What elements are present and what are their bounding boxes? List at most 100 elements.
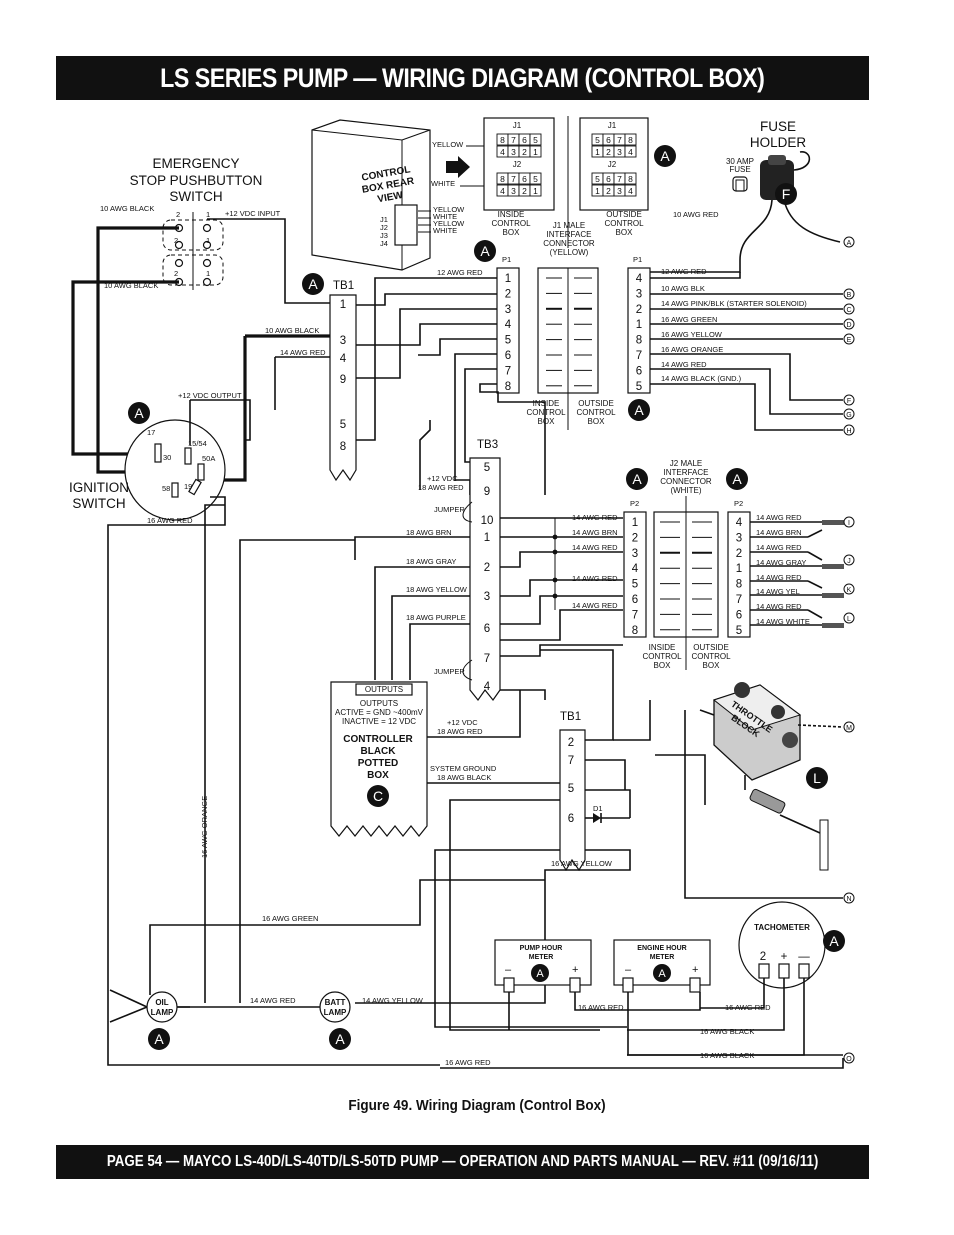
svg-text:INSIDE: INSIDE: [649, 643, 676, 652]
outside-control-box-label: OUTSIDE CONTROL BOX: [576, 399, 616, 426]
svg-text:CONTROL: CONTROL: [576, 408, 616, 417]
p1-inside-pin-number: 7: [505, 365, 511, 377]
connector-pin-number: 4: [500, 186, 505, 196]
svg-text:J2 MALE: J2 MALE: [670, 459, 702, 468]
connector-cell: [624, 145, 637, 158]
p2-outside-pin-number: 4: [736, 517, 743, 529]
terminal-letter: J: [847, 558, 851, 565]
svg-text:SWITCH: SWITCH: [72, 496, 125, 511]
svg-text:J1: J1: [513, 121, 522, 130]
tb1-pin-number: 8: [340, 441, 346, 453]
callout-a: A: [148, 1028, 170, 1050]
svg-text:15/54: 15/54: [188, 439, 207, 448]
connector-pin-number: 7: [617, 174, 622, 184]
svg-text:A: A: [632, 471, 642, 487]
callout-a: A: [474, 240, 496, 262]
tb1-pin-number: 4: [340, 353, 347, 365]
svg-text:30: 30: [163, 453, 171, 462]
terminal-letter: D: [846, 322, 851, 329]
svg-text:CONTROLLER: CONTROLLER: [343, 734, 413, 745]
connector-pin-number: 1: [595, 147, 600, 157]
p2-inside-connector: P2: [623, 499, 647, 638]
connector-pin-number: 8: [500, 174, 505, 184]
svg-text:1: 1: [206, 236, 210, 245]
svg-text:CONTROL: CONTROL: [526, 408, 566, 417]
connector-pin-number: 4: [628, 147, 633, 157]
wire-label: 14 AWG WHITE: [756, 617, 810, 626]
p1-inside-pin-number: 6: [505, 350, 511, 362]
connector-pin-number: 1: [533, 147, 538, 157]
p1-outside-pin-number: 6: [636, 365, 642, 377]
tb3-pin-number: 6: [484, 623, 490, 635]
p2-inside-pin-number: 5: [632, 579, 638, 591]
wire-label: 10 AWG RED: [673, 210, 719, 219]
wire-label: 14 AWG RED: [756, 602, 802, 611]
wire-label: JUMPER: [434, 667, 465, 676]
terminal-circle: [843, 516, 855, 528]
callout-a: A: [329, 1028, 351, 1050]
wire-label: 14 AWG YELLOW: [362, 996, 424, 1005]
svg-text:ENGINE HOUR: ENGINE HOUR: [637, 945, 686, 952]
arrow-icon: [446, 156, 470, 178]
wire-label: 14 AWG RED: [661, 360, 707, 369]
terminal-circle: [843, 333, 855, 345]
j2-male-interface-connector: [653, 511, 719, 638]
connector-pin-number: 6: [606, 174, 611, 184]
outside-control-box-label: OUTSIDE CONTROL BOX: [691, 643, 731, 670]
svg-text:A: A: [660, 148, 670, 164]
p2-inside-pin-number: 1: [632, 517, 638, 529]
p1-outside-pin-number: 1: [636, 319, 642, 331]
connector-pin-number: 5: [595, 174, 600, 184]
tb3-pin-number: 5: [484, 462, 490, 474]
svg-text:2: 2: [176, 210, 180, 219]
connector-pin-number: 6: [606, 135, 611, 145]
wire-label: 14 AWG RED: [756, 543, 802, 552]
p2-outside-pin-number: 6: [736, 609, 742, 621]
wire-label: 18 AWG BRN: [406, 528, 452, 537]
connector-pin-number: 4: [628, 186, 633, 196]
connector-pin-number: 3: [511, 186, 516, 196]
wire-label: 14 AWG YEL: [756, 587, 800, 596]
terminal-circle: [843, 1052, 855, 1064]
wire-label: 12 AWG RED: [437, 268, 483, 277]
terminal-circle: [843, 721, 855, 733]
terminal-circle: [843, 612, 855, 624]
svg-text:CONNECTOR: CONNECTOR: [543, 239, 595, 248]
svg-text:58: 58: [162, 484, 170, 493]
tb1-bottom-pin-number: 2: [568, 737, 574, 749]
outside-control-box-label: OUTSIDE CONTROL BOX: [604, 210, 644, 237]
tb1-pin-number: 1: [340, 299, 346, 311]
connector-pin-number: 8: [628, 174, 633, 184]
page-title: LS SERIES PUMP — WIRING DIAGRAM (CONTROL…: [160, 62, 765, 93]
wire-label: 10 AWG BLACK: [100, 204, 154, 213]
terminal-letter: B: [847, 292, 852, 299]
svg-text:P1: P1: [502, 255, 511, 264]
wire-label: 16 AWG RED: [445, 1058, 491, 1067]
svg-text:BATT: BATT: [325, 998, 346, 1007]
svg-text:LAMP: LAMP: [324, 1008, 347, 1017]
svg-text:CONTROL: CONTROL: [604, 219, 644, 228]
connector-pin-number: 2: [522, 186, 527, 196]
svg-text:YELLOW: YELLOW: [433, 205, 465, 214]
callout-a: A: [128, 402, 150, 424]
wire-label: SYSTEM GROUND: [430, 764, 497, 773]
tb1-pin-number: 9: [340, 374, 346, 386]
p2-inside-pin-number: 6: [632, 594, 638, 606]
terminal-circle: [843, 394, 855, 406]
wire-label: 14 AWG RED: [572, 543, 618, 552]
j1-male-connector-label: J1 MALE INTERFACE CONNECTOR (YELLOW): [543, 221, 595, 257]
page-footer: PAGE 54 — MAYCO LS-40D/LS-40TD/LS-50TD P…: [106, 1153, 819, 1170]
svg-text:FUSE: FUSE: [760, 119, 796, 134]
svg-text:50A: 50A: [202, 454, 215, 463]
terminal-letter: M: [846, 725, 852, 732]
tb3-pin-number: 1: [484, 532, 490, 544]
svg-text:TB3: TB3: [477, 439, 498, 451]
svg-text:STOP PUSHBUTTON: STOP PUSHBUTTON: [130, 173, 263, 188]
svg-text:J1: J1: [380, 215, 388, 224]
svg-text:TB1: TB1: [333, 280, 354, 292]
p2-outside-pin-number: 3: [736, 532, 742, 544]
terminal-circle: [843, 318, 855, 330]
svg-text:A: A: [308, 276, 318, 292]
svg-text:INTERFACE: INTERFACE: [664, 468, 709, 477]
